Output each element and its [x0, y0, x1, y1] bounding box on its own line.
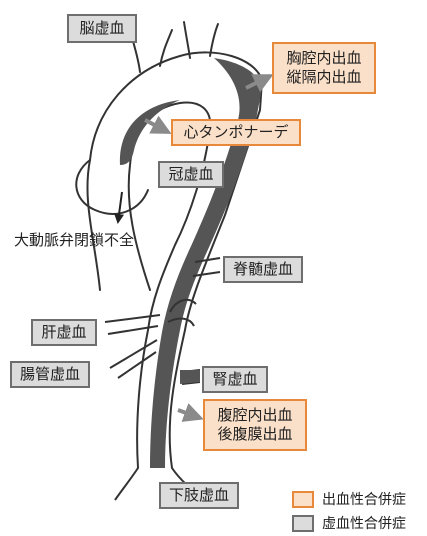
legend-bleeding-swatch [292, 490, 314, 508]
spinal-branch [192, 257, 221, 277]
cardiac-tamponade-box: 心タンポナーデ [171, 119, 301, 146]
renal-lumen [180, 370, 200, 384]
coronary-ischemia-label: 冠虚血 [168, 164, 214, 183]
legend-ischemic-label: 虚血性合併症 [322, 516, 406, 532]
intestinal-branch [109, 339, 158, 379]
celiac-branch [167, 298, 197, 327]
abdominal-bleeding-box: 腹腔内出血 後腹膜出血 [203, 399, 307, 451]
arrow-to-thoracic-bleeding [245, 74, 274, 93]
false-lumen-arch [119, 100, 180, 165]
false-lumen [150, 58, 262, 468]
carotid-branch [183, 21, 219, 59]
limb-ischemia-label: 下肢虚血 [168, 485, 229, 504]
legend-ischemic-swatch [292, 514, 314, 532]
cardiac-tamponade-label: 心タンポナーデ [183, 122, 289, 141]
spinal-ischemia-box: 脊髄虚血 [223, 256, 303, 283]
limb-ischemia-box: 下肢虚血 [159, 482, 239, 509]
legend-bleeding-label: 出血性合併症 [322, 492, 406, 508]
root-wall [75, 159, 149, 215]
spinal-ischemia-label: 脊髄虚血 [232, 259, 293, 278]
legend-bleeding: 出血性合併症 [292, 489, 406, 509]
left-iliac [114, 467, 139, 501]
hepatic-ischemia-box: 肝虚血 [31, 319, 97, 346]
arrow-to-tamponade [144, 115, 172, 134]
arrow-to-regurgitation [114, 191, 125, 224]
intrathoracic-bleeding-label: 胸腔内出血 [286, 48, 362, 67]
mediastinal-bleeding-label: 縦隔内出血 [286, 68, 362, 86]
legend-ischemic: 虚血性合併症 [292, 513, 406, 533]
thoracic-bleeding-box: 胸腔内出血 縦隔内出血 [272, 42, 376, 94]
aortic-regurgitation-label: 大動脈弁閉鎖不全 [14, 231, 135, 249]
hepatic-branch [104, 314, 161, 335]
arrow-to-abdominal-bleeding [177, 403, 204, 422]
renal-ischemia-label: 腎虚血 [212, 369, 258, 388]
coronary-ischemia-box: 冠虚血 [158, 161, 224, 188]
retroperitoneal-bleeding-label: 後腹膜出血 [217, 425, 293, 443]
cerebral-ischemia-box: 脳虚血 [67, 14, 137, 43]
cerebral-ischemia-label: 脳虚血 [79, 18, 125, 37]
intestinal-ischemia-label: 腸管虚血 [19, 364, 80, 383]
intraperitoneal-bleeding-label: 腹腔内出血 [217, 405, 293, 424]
renal-ischemia-box: 腎虚血 [202, 366, 268, 393]
hepatic-ischemia-label: 肝虚血 [41, 322, 87, 341]
intestinal-ischemia-box: 腸管虚血 [10, 361, 90, 388]
